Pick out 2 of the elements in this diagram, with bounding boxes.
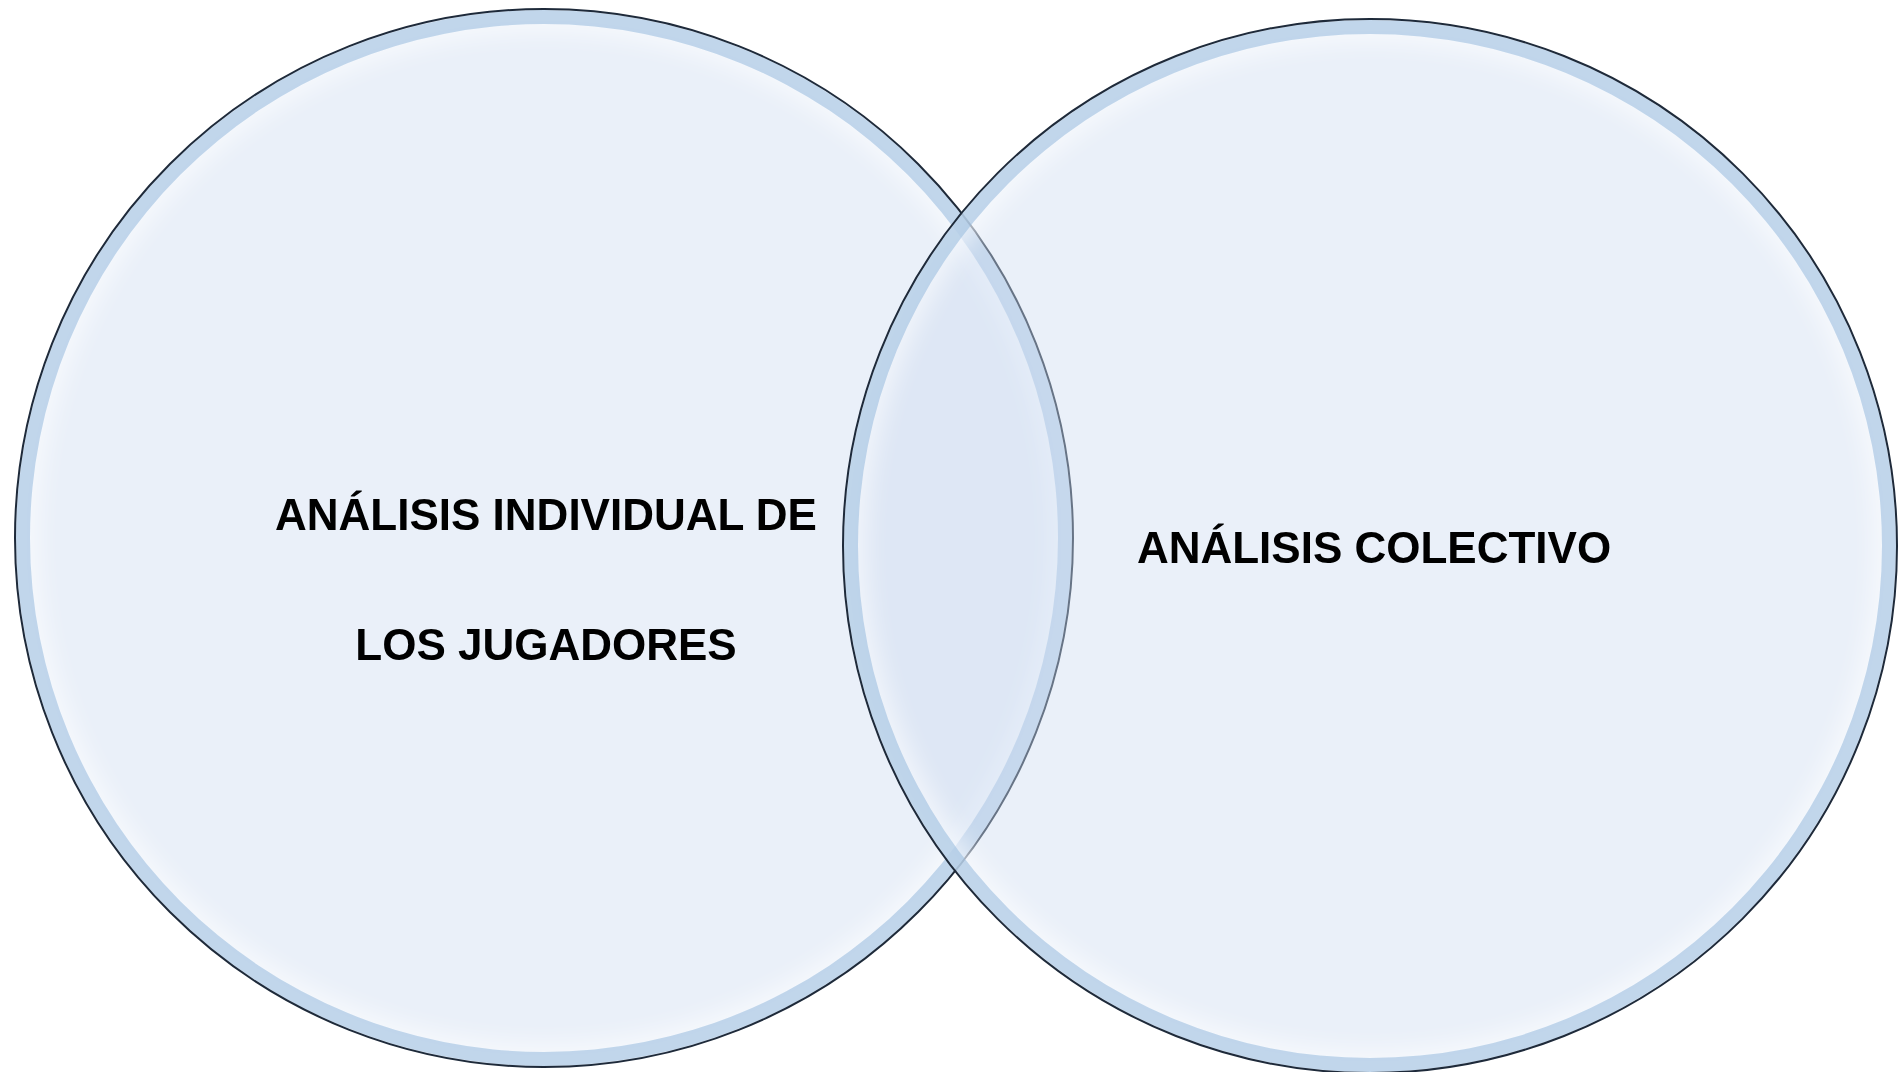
circle-label: ANÁLISIS INDIVIDUAL DE LOS JUGADORES [274,489,818,671]
circle-label: ANÁLISIS COLECTIVO [1135,522,1613,574]
